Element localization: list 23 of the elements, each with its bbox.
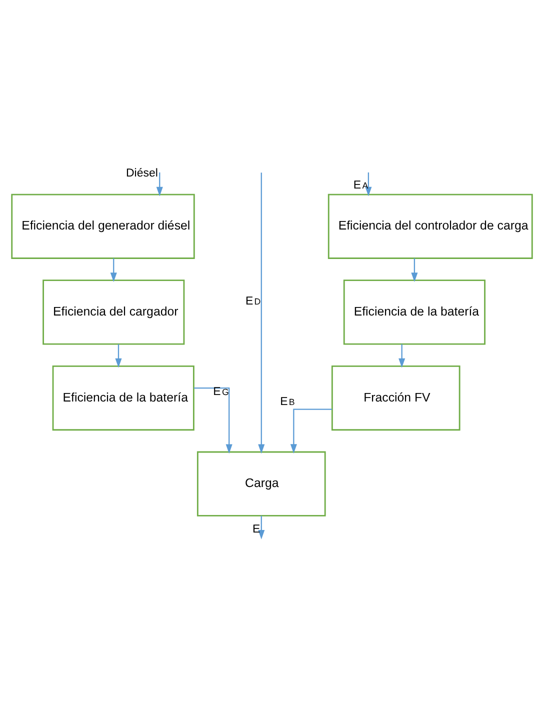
node-box: Eficiencia del controlador de carga — [328, 194, 533, 259]
edge-label: ED — [245, 296, 261, 308]
arrow — [156, 172, 163, 196]
edge-label: E — [252, 523, 260, 536]
node-box: Eficiencia de la batería — [52, 365, 194, 431]
edge-label: EG — [213, 386, 229, 398]
arrow — [110, 258, 117, 282]
node-box: Eficiencia del generador diésel — [11, 194, 195, 259]
edge-label: EA — [353, 179, 368, 192]
node-box: Eficiencia de la batería — [343, 280, 486, 345]
edge-label: EB — [280, 396, 295, 408]
arrow — [411, 258, 418, 282]
arrow — [258, 172, 265, 454]
arrow — [194, 387, 232, 454]
edge-label: Diésel — [126, 168, 158, 180]
arrow — [290, 408, 332, 454]
node-box: Carga — [196, 451, 326, 516]
node-box: Eficiencia del cargador — [42, 280, 185, 345]
arrow — [258, 516, 265, 540]
node-box: Fracción FV — [331, 365, 460, 431]
arrow — [115, 344, 122, 368]
arrow — [398, 344, 406, 368]
arrow — [365, 172, 372, 196]
